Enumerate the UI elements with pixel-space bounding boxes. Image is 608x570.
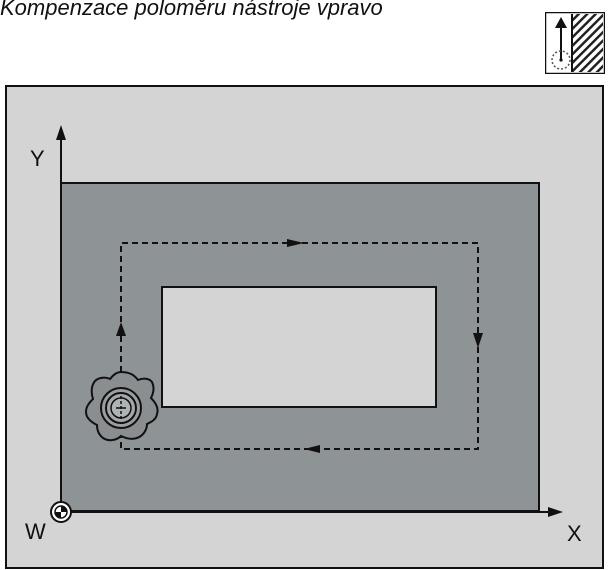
tool-path [120, 242, 479, 450]
page-title: Kompenzace poloměru nástroje vpravo [0, 0, 383, 20]
milling-cutter-icon [84, 370, 159, 442]
origin-label: W [25, 519, 46, 544]
path-arrow-down [473, 333, 483, 348]
pocket-contour [161, 286, 437, 408]
path-arrow-up [116, 322, 126, 336]
y-axis-label: Y [30, 146, 45, 171]
x-axis-arrow [548, 507, 563, 517]
x-axis-label: X [567, 521, 582, 546]
tool-radius-compensation-right-icon [545, 12, 605, 74]
path-arrow-right [287, 239, 304, 247]
workpiece-zero-icon [50, 501, 72, 523]
path-arrow-left [304, 445, 320, 453]
y-axis-arrow [56, 125, 66, 140]
